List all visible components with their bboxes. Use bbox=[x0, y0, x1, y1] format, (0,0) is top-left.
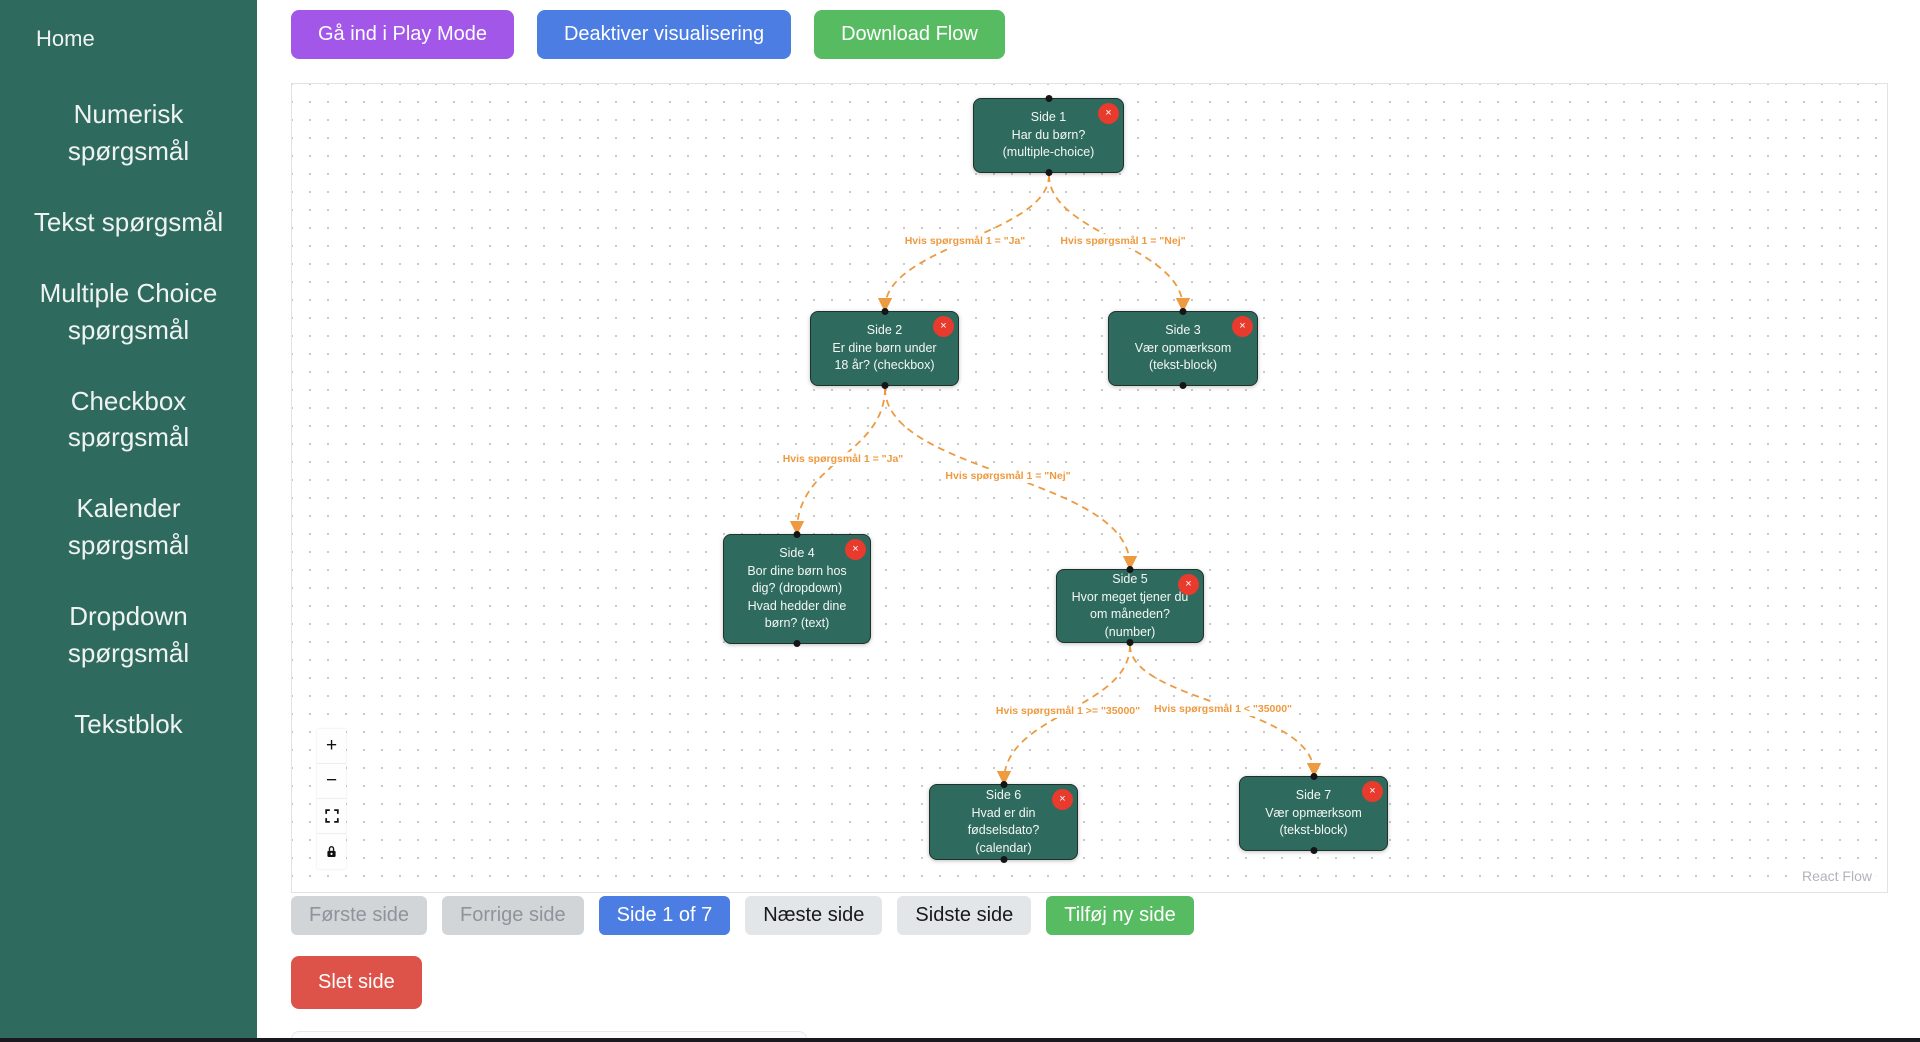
toggle-visualization-button[interactable]: Deaktiver visualisering bbox=[536, 10, 792, 59]
sidebar-item-kalender[interactable]: Kalender spørgsmål bbox=[67, 493, 190, 561]
node-title: Side 3 bbox=[1165, 323, 1201, 338]
node-close-button[interactable]: × bbox=[1098, 103, 1119, 124]
taskbar-edge bbox=[0, 1038, 1920, 1042]
node-handle-top[interactable] bbox=[1179, 308, 1187, 315]
edge-condition-label: Hvis spørgsmål 1 = "Ja" bbox=[779, 452, 907, 466]
node-title: Side 1 bbox=[1030, 110, 1067, 125]
delete-page-button[interactable]: Slet side bbox=[291, 956, 422, 1009]
plus-icon: + bbox=[325, 735, 338, 756]
node-handle-top[interactable] bbox=[1045, 95, 1052, 102]
next-page-button[interactable]: Næste side bbox=[745, 896, 883, 935]
main-content: Gå ind i Play Mode Deaktiver visualiseri… bbox=[257, 0, 1920, 1042]
sidebar-item-checkbox[interactable]: Checkbox spørgsmål bbox=[67, 385, 190, 453]
prev-page-button[interactable]: Forrige side bbox=[442, 896, 584, 935]
flow-node-side-2[interactable]: Side 2 Er dine børn under 18 år? (checkbo… bbox=[810, 308, 959, 389]
node-close-button[interactable]: × bbox=[1232, 316, 1253, 337]
node-handle-bottom[interactable] bbox=[881, 382, 888, 389]
first-page-button[interactable]: Første side bbox=[291, 896, 428, 935]
download-flow-button[interactable]: Download Flow bbox=[814, 10, 1005, 59]
flow-node-side-4[interactable]: Side 4 Bor dine børn hos dig? (dropdown)H… bbox=[723, 531, 871, 647]
sidebar-item-multiple-choice[interactable]: Multiple Choice spørgsmål bbox=[39, 277, 218, 345]
node-close-button[interactable]: × bbox=[845, 539, 866, 560]
node-body-line: Vær opmærksom (tekst-block) bbox=[1134, 340, 1232, 373]
edge-condition-label: Hvis spørgsmål 1 >= "35000" bbox=[992, 704, 1144, 718]
zoom-in-button[interactable]: + bbox=[317, 729, 346, 764]
fit-view-icon bbox=[324, 808, 340, 824]
node-title: Side 5 bbox=[1112, 572, 1148, 586]
flow-edges-layer bbox=[789, 174, 1322, 786]
last-page-button[interactable]: Sidste side bbox=[897, 896, 1032, 935]
node-close-button[interactable]: × bbox=[1362, 781, 1383, 802]
node-body-line: Hvad er din fødselsdato? (calendar) bbox=[967, 805, 1040, 855]
node-close-button[interactable]: × bbox=[1052, 789, 1073, 810]
sidebar-item-dropdown[interactable]: Dropdown spørgsmål bbox=[67, 601, 190, 669]
node-close-button[interactable]: × bbox=[1178, 574, 1199, 595]
node-handle-bottom[interactable] bbox=[1045, 169, 1052, 176]
node-body-line: Hvad hedder dine børn? (text) bbox=[747, 598, 847, 631]
edge-condition-label: Hvis spørgsmål 1 = "Ja" bbox=[901, 234, 1029, 248]
play-mode-button[interactable]: Gå ind i Play Mode bbox=[291, 10, 514, 59]
node-handle-top[interactable] bbox=[1126, 566, 1134, 573]
node-close-button[interactable]: × bbox=[933, 316, 954, 337]
flow-controls-panel: + − bbox=[317, 729, 346, 869]
node-handle-top[interactable] bbox=[1310, 773, 1317, 780]
node-body-line: Hvor meget tjener du om måneden? (number… bbox=[1071, 589, 1189, 639]
edge-condition-label: Hvis spørgsmål 1 < "35000" bbox=[1150, 702, 1296, 716]
react-flow-attribution[interactable]: React Flow bbox=[1796, 866, 1877, 886]
lock-button[interactable] bbox=[317, 834, 346, 869]
flow-node-side-6[interactable]: Side 6 Hvad er din fødselsdato? (calendar… bbox=[929, 781, 1078, 863]
edge-condition-label: Hvis spørgsmål 1 = "Nej" bbox=[1057, 234, 1189, 248]
node-body-line: Bor dine børn hos dig? (dropdown) bbox=[747, 563, 847, 596]
node-title: Side 6 bbox=[985, 788, 1022, 802]
node-handle-bottom[interactable] bbox=[793, 640, 801, 647]
flow-node-side-5[interactable]: Side 5 Hvor meget tjener du om måneden? (… bbox=[1056, 566, 1204, 646]
sidebar-item-numerisk[interactable]: Numerisk spørgsmål bbox=[67, 99, 190, 166]
node-handle-bottom[interactable] bbox=[1310, 847, 1317, 854]
pagination-bar: Første side Forrige side Side 1 of 7 Næs… bbox=[291, 896, 1194, 935]
toolbar: Gå ind i Play Mode Deaktiver visualiseri… bbox=[291, 10, 1005, 59]
current-page-indicator: Side 1 of 7 bbox=[598, 896, 731, 935]
sidebar: Home Numerisk spørgsmål Tekst spørgsmål … bbox=[0, 0, 257, 1042]
node-title: Side 7 bbox=[1295, 788, 1332, 803]
node-body-line: Vær opmærksom (tekst-block) bbox=[1265, 805, 1362, 838]
sidebar-menu: Numerisk spørgsmål Tekst spørgsmål Multi… bbox=[0, 96, 257, 743]
sidebar-item-tekst[interactable]: Tekst spørgsmål bbox=[33, 206, 224, 237]
zoom-out-button[interactable]: − bbox=[317, 764, 346, 799]
flow-node-side-7[interactable]: Side 7 Vær opmærksom (tekst-block)× bbox=[1239, 773, 1388, 854]
node-handle-bottom[interactable] bbox=[1126, 639, 1134, 646]
fit-view-button[interactable] bbox=[317, 799, 346, 834]
node-body-line: Har du børn? (multiple-choice) bbox=[1002, 127, 1095, 160]
sidebar-item-home[interactable]: Home bbox=[36, 26, 95, 51]
node-title: Side 4 bbox=[779, 546, 815, 561]
flow-node-side-3[interactable]: Side 3 Vær opmærksom (tekst-block)× bbox=[1108, 308, 1258, 389]
flow-node-side-1[interactable]: Side 1 Har du børn? (multiple-choice)× bbox=[973, 95, 1124, 176]
node-handle-top[interactable] bbox=[1000, 781, 1007, 788]
node-handle-top[interactable] bbox=[881, 308, 888, 315]
node-handle-bottom[interactable] bbox=[1000, 856, 1007, 863]
node-handle-bottom[interactable] bbox=[1179, 382, 1187, 389]
node-handle-top[interactable] bbox=[793, 531, 801, 538]
edge-condition-label: Hvis spørgsmål 1 = "Nej" bbox=[942, 469, 1074, 483]
add-page-button[interactable]: Tilføj ny side bbox=[1046, 896, 1194, 935]
node-title: Side 2 bbox=[866, 323, 903, 338]
node-body-line: Er dine børn under 18 år? (checkbox) bbox=[832, 340, 937, 373]
flow-canvas[interactable]: + − bbox=[291, 83, 1888, 893]
lock-icon bbox=[324, 844, 339, 859]
sidebar-item-tekstblok[interactable]: Tekstblok bbox=[74, 708, 183, 739]
minus-icon: − bbox=[325, 770, 338, 791]
